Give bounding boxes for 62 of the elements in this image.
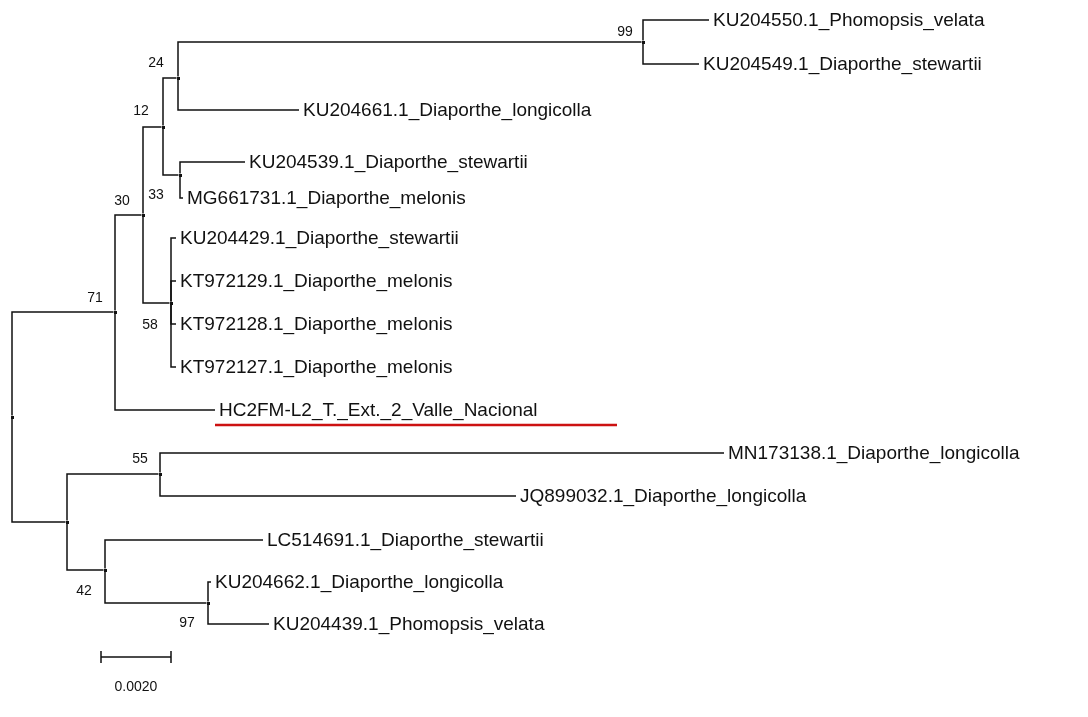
branch-point — [176, 76, 180, 80]
tree-branch — [642, 42, 700, 65]
scale-value: 0.0020 — [114, 678, 158, 694]
taxon-label: MN173138.1_Diaporthe_longicolla — [728, 442, 1020, 464]
bootstrap-value: 55 — [132, 450, 148, 466]
tree-branch — [104, 539, 264, 570]
tree-branch — [179, 175, 184, 199]
tree-branch — [66, 473, 160, 522]
tree-branch — [142, 215, 171, 304]
taxon-label: KU204429.1_Diaporthe_stewartii — [180, 227, 459, 249]
tree-branch — [162, 127, 180, 176]
taxon-label: KU204550.1_Phomopsis_velata — [713, 9, 985, 31]
bootstrap-value: 97 — [179, 614, 195, 630]
branch-point — [113, 310, 117, 314]
taxon-label: JQ899032.1_Diaporthe_longicolla — [520, 485, 807, 507]
taxon-label: KT972128.1_Diaporthe_melonis — [180, 313, 453, 335]
branch-point — [10, 415, 14, 419]
branch-point — [178, 173, 182, 177]
taxon-label: KU204661.1_Diaporthe_longicolla — [303, 99, 592, 121]
tree-branch — [142, 126, 163, 215]
tree-branch — [179, 161, 246, 175]
bootstrap-value: 30 — [114, 192, 130, 208]
taxon-label: KU204662.1_Diaporthe_longicolla — [215, 571, 504, 593]
bootstrap-value: 42 — [76, 582, 92, 598]
taxon-label: MG661731.1_Diaporthe_melonis — [187, 187, 466, 209]
tree-branch — [642, 19, 710, 42]
taxon-label: KT972129.1_Diaporthe_melonis — [180, 270, 453, 292]
branch-point — [161, 125, 165, 129]
tree-branch — [114, 312, 216, 411]
bootstrap-value: 24 — [148, 54, 164, 70]
branch-point — [65, 520, 69, 524]
taxon-label: KT972127.1_Diaporthe_melonis — [180, 356, 453, 378]
branch-point — [169, 301, 173, 305]
bootstrap-value: 12 — [133, 102, 149, 118]
tree-branch — [207, 603, 270, 625]
bootstrap-value: 33 — [148, 186, 164, 202]
branch-point — [206, 601, 210, 605]
tree-branch — [114, 214, 143, 312]
tree-branch — [162, 77, 178, 127]
tree-branch — [159, 452, 725, 474]
branch-point — [158, 472, 162, 476]
taxon-label: KU204539.1_Diaporthe_stewartii — [249, 151, 528, 173]
taxon-label: HC2FM-L2_T._Ext._2_Valle_Nacional — [219, 399, 538, 421]
bootstrap-value: 71 — [87, 289, 103, 305]
bootstrap-value: 58 — [142, 316, 158, 332]
branch-point — [141, 213, 145, 217]
taxon-label: LC514691.1_Diaporthe_stewartii — [267, 529, 544, 551]
taxon-label: KU204439.1_Phomopsis_velata — [273, 613, 545, 635]
tree-branch — [66, 522, 105, 571]
tree-branch — [177, 41, 643, 78]
tree-branch — [170, 280, 177, 303]
tree-branch — [11, 311, 115, 417]
tree-branch — [159, 474, 517, 497]
branch-point — [103, 568, 107, 572]
tree-branch — [207, 581, 212, 603]
tree-branch — [170, 303, 177, 368]
tree-branch — [177, 78, 300, 111]
branch-point — [641, 40, 645, 44]
taxon-label: KU204549.1_Diaporthe_stewartii — [703, 53, 982, 75]
tree-branch — [104, 570, 208, 604]
tree-branch — [11, 417, 67, 523]
bootstrap-value: 99 — [617, 23, 633, 39]
